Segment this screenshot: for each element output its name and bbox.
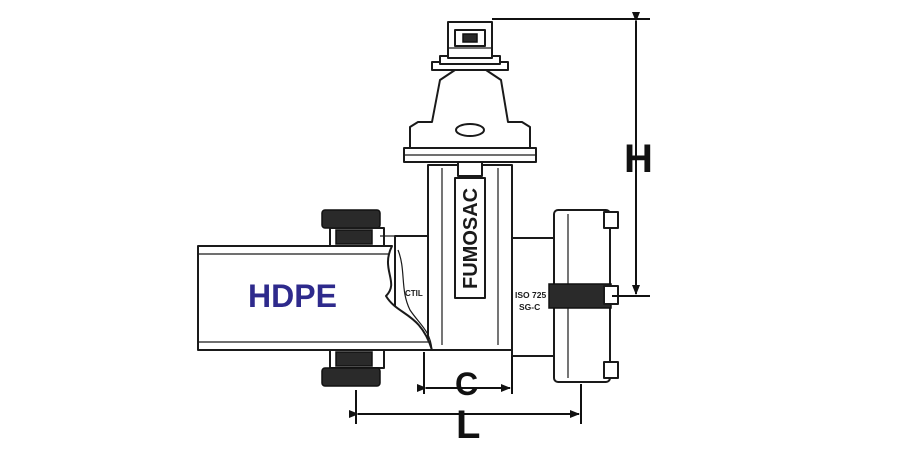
dimension-l-label: L <box>456 403 480 447</box>
compression-nut-bottom <box>321 349 385 387</box>
dimension-l: L <box>349 384 582 447</box>
dimension-h-label: H <box>624 137 653 181</box>
operating-nut <box>431 21 509 71</box>
dimension-h: H <box>492 12 653 297</box>
brand-label: FUMOSAC <box>460 188 482 289</box>
fragment-label: CTIL <box>405 289 423 298</box>
valve-bonnet <box>403 69 537 177</box>
pipe-material-label: HDPE <box>248 278 337 314</box>
brand-plate: FUMOSAC <box>454 177 486 299</box>
standard-label-2: SG-C <box>519 302 540 312</box>
right-flange: ISO 725 SG-C <box>511 209 619 383</box>
hdpe-pipe: HDPE <box>197 245 433 351</box>
dimension-c: C <box>417 352 513 402</box>
dimension-c-label: C <box>455 366 478 402</box>
compression-nut-top <box>321 209 396 247</box>
standard-label-1: ISO 725 <box>515 290 546 300</box>
